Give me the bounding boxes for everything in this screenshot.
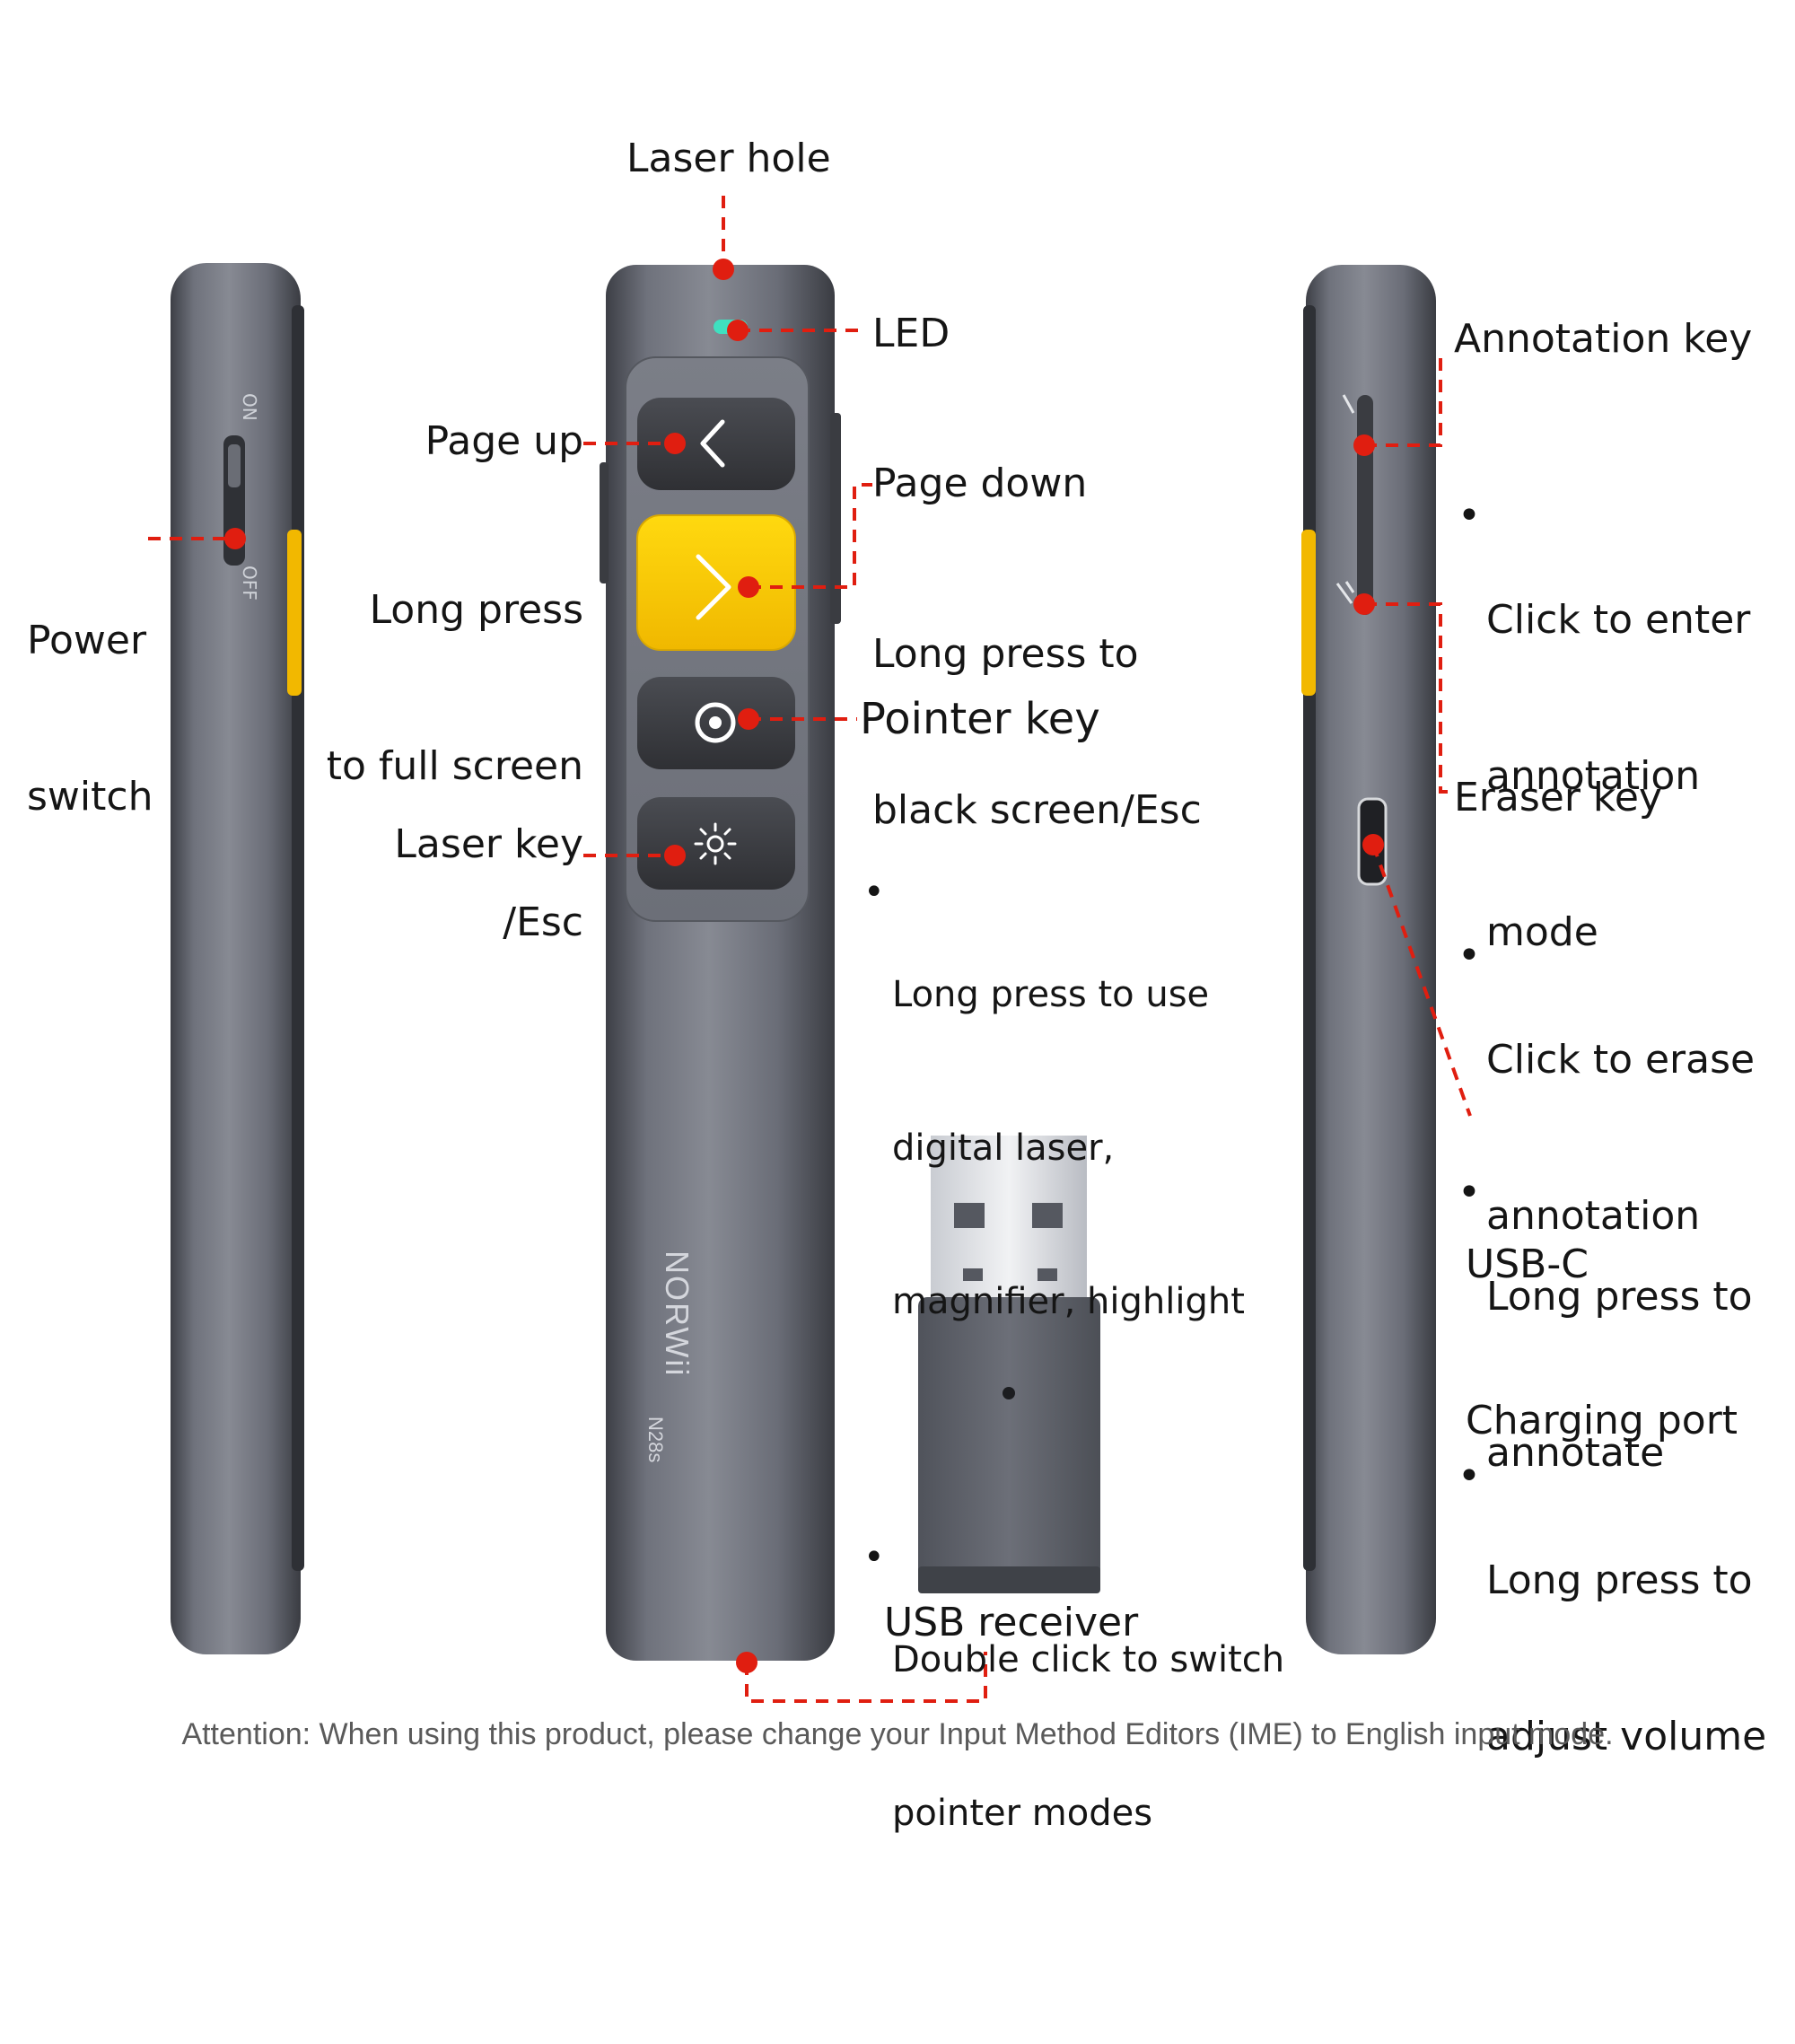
label-page-up-long-line1: Long press [369,587,583,633]
label-usb-c-line2: Charging port [1466,1398,1738,1443]
pointer-bullets: Long press to use digital laser, magnifi… [863,765,1284,2044]
pointer-bullet-2-line1: Double click to switch [892,1639,1285,1680]
label-power-switch: Power switch [27,511,153,927]
pointer-bullet-2-line2: pointer modes [892,1793,1153,1834]
product-diagram: ON OFF NORWii N28s Laser hole LED Power … [0,0,1795,1795]
label-pointer-key: Pointer key [860,694,1100,744]
label-page-up-long-line2: to full screen [326,743,583,789]
label-eraser-key: Eraser key [1454,775,1662,820]
attention-footer: Attention: When using this product, plea… [181,1717,1614,1751]
label-usb-c-port: USB-C Charging port [1466,1135,1738,1551]
right-side-view [1301,265,1436,1654]
model-text: N28s [644,1417,667,1463]
eraser-bullets: Click to erase annotation Long press to … [1458,826,1766,1971]
label-laser-hole: Laser hole [626,136,831,181]
switch-off-text: OFF [239,566,260,601]
left-side-view [171,263,304,1654]
leader-dots [224,259,1384,1673]
diagram-artwork [148,196,1472,1703]
label-page-down-long-press: Long press to black screen/Esc [872,524,1202,941]
switch-on-text: ON [239,393,260,421]
front-view [600,265,841,1661]
label-page-down: Page down [872,461,1088,506]
pointer-bullet-1-line3: magnifier, highlight [892,1281,1245,1322]
label-usb-receiver: USB receiver [884,1600,1139,1645]
eraser-bullet-2-line2: adjust volume [1486,1714,1767,1759]
label-power-line2: switch [27,774,153,820]
eraser-bullet-2-line1: Long press to [1486,1557,1753,1603]
label-led: LED [872,311,950,356]
brand-logo-text: NORWii [659,1250,696,1378]
label-page-up-long-press: Long press to full screen /Esc [305,480,583,1053]
label-page-up-long-line3: /Esc [503,899,583,945]
label-laser-key: Laser key [394,821,583,867]
eraser-bullet-1-line2: annotation [1486,1193,1701,1239]
label-power-line1: Power [27,618,147,663]
label-page-down-long-line1: Long press to [872,631,1139,677]
eraser-bullet-1-line1: Click to erase [1486,1037,1756,1083]
annotation-bullet-1-line1: Click to enter [1486,597,1751,643]
pointer-bullet-1-line1: Long press to use [892,974,1210,1015]
pointer-bullet-1: Long press to use digital laser, magnifi… [863,867,1284,1430]
label-annotation-key: Annotation key [1454,316,1753,362]
eraser-bullet-2: Long press to adjust volume [1458,1451,1766,1867]
label-page-down-long-line2: black screen/Esc [872,787,1202,833]
pointer-bullet-1-line2: digital laser, [892,1127,1115,1169]
label-page-up: Page up [425,418,583,464]
annotation-bullet-1-line2: annotation [1486,753,1701,799]
label-usb-c-line1: USB-C [1466,1241,1589,1287]
eraser-bullet-1: Click to erase annotation [1458,930,1766,1347]
